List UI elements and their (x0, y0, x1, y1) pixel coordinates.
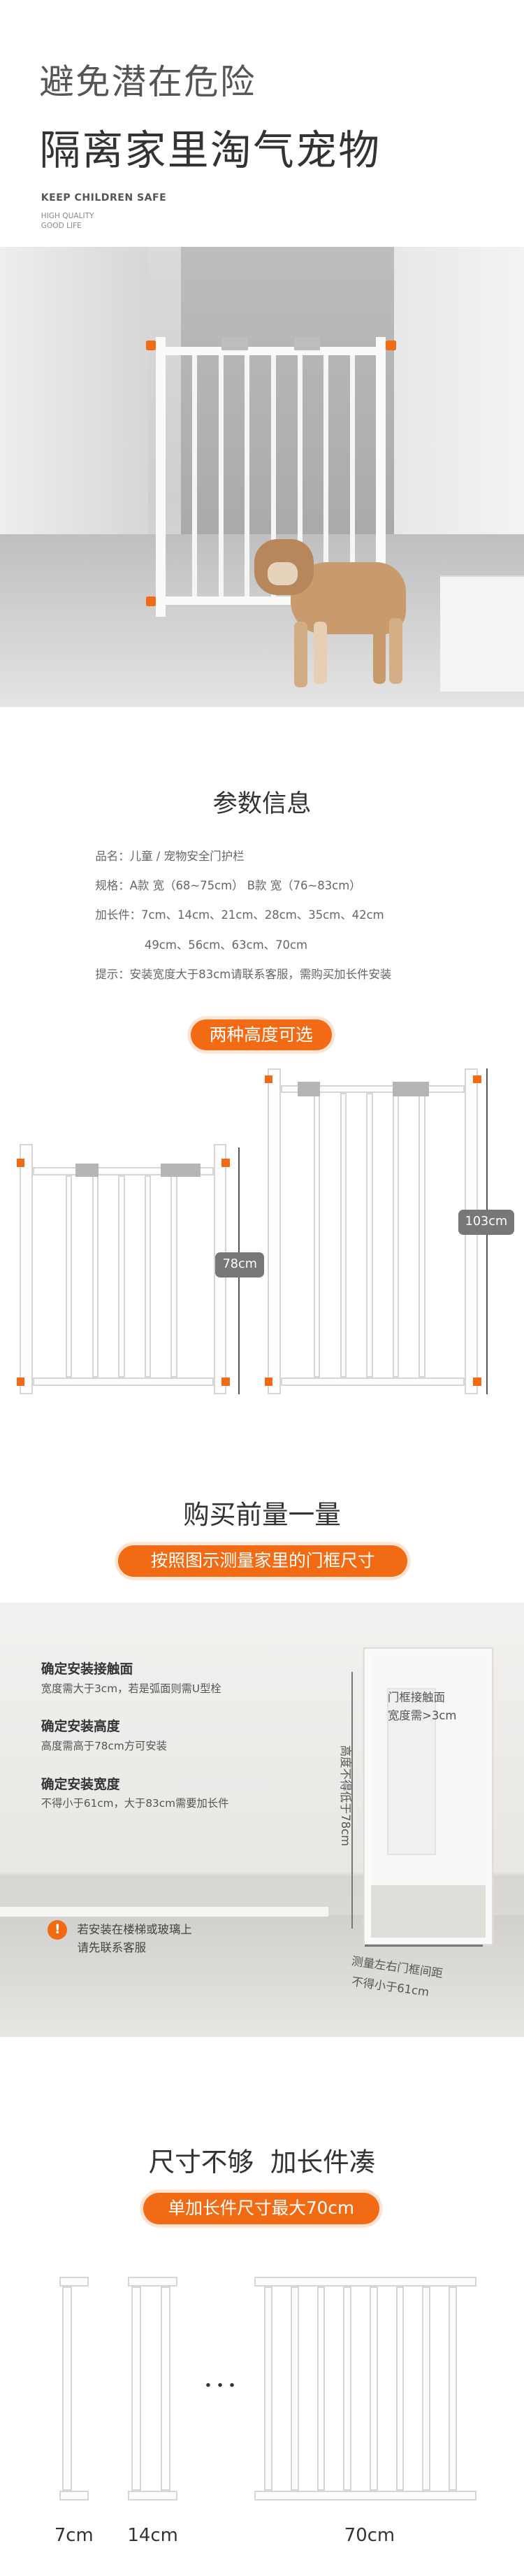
hero-tagline: KEEP CHILDREN SAFE (41, 192, 167, 204)
door-note2: 宽度需>3cm (387, 1709, 457, 1723)
room-photo: 门框接触面 宽度需>3cm 高度不得低于78cm 测量左右门框间距 不得小于61… (0, 1603, 524, 2037)
ext-label: 70cm (344, 2525, 395, 2547)
extensions-section: 尺寸不够 加长件凑 单加长件尺寸最大70cm 7cm 14cm • • • (0, 2047, 524, 2576)
door-note1: 门框接触面 (387, 1691, 446, 1705)
measure-item-title: 确定安装宽度 (41, 1777, 120, 1792)
gate-knob-icon (16, 1378, 25, 1386)
ext-heading: 尺寸不够 加长件凑 (148, 2146, 376, 2177)
measure-item-title: 确定安装高度 (41, 1719, 120, 1735)
heights-pill: 两种高度可选 (190, 1019, 332, 1051)
params-line: 加长件：7cm、14cm、21cm、28cm、35cm、42cm (95, 908, 384, 922)
gate-knob-icon (473, 1075, 481, 1084)
params-line: 提示：安装宽度大于83cm请联系客服，需购买加长件安装 (95, 968, 392, 982)
measure-section: 购买前量一量 按照图示测量家里的门框尺寸 门框接触面 宽度需>3cm 高度不得低… (0, 1422, 524, 2047)
short-height-label: 78cm (214, 1252, 265, 1278)
ext-piece-7cm (59, 2277, 89, 2500)
params-line: 49cm、56cm、63cm、70cm (144, 938, 308, 952)
ext-ellipsis: • • • (204, 2378, 236, 2393)
warning-line1: 若安装在楼梯或玻璃上 (77, 1922, 192, 1936)
hero-title-line2: 隔离家里淘气宠物 (39, 125, 381, 174)
gate-knob-icon (146, 596, 157, 607)
ext-label: 7cm (54, 2525, 94, 2547)
measure-item-desc: 宽度需大于3cm，若是弧面则需U型栓 (41, 1682, 221, 1695)
measure-item-title: 确定安装接触面 (41, 1662, 133, 1677)
ext-pill: 单加长件尺寸最大70cm (143, 2193, 380, 2224)
tall-height-label: 103cm (458, 1210, 514, 1235)
measure-item-desc: 不得小于61cm，大于83cm需要加长件 (41, 1797, 229, 1810)
gate-knob-icon (221, 1159, 231, 1168)
tall-gate-diagram (264, 1068, 481, 1394)
door-width-line (364, 1945, 483, 1947)
params-section: 参数信息 品名：儿童 / 宠物安全门护栏 规格：A款 宽（68~75cm） B款… (0, 707, 524, 1003)
gate-knob-icon (264, 1378, 273, 1386)
warning-icon: ! (48, 1919, 68, 1940)
warning-line2: 请先联系客服 (77, 1940, 147, 1954)
measure-pill: 按照图示测量家里的门框尺寸 (118, 1545, 408, 1577)
ext-label: 14cm (127, 2525, 178, 2547)
short-gate-diagram (16, 1144, 231, 1394)
hero-subtag2: GOOD LIFE (41, 222, 82, 231)
params-line: 品名：儿童 / 宠物安全门护栏 (95, 849, 245, 863)
dog-illustration (254, 526, 419, 690)
heights-section: 两种高度可选 78cm (0, 1003, 524, 1422)
gate-knob-icon (264, 1075, 273, 1084)
hero-section: 避免潜在危险 隔离家里淘气宠物 KEEP CHILDREN SAFE HIGH … (0, 0, 524, 707)
gate-knob-icon (386, 340, 396, 350)
hero-subtag1: HIGH QUALITY (41, 212, 94, 221)
params-heading: 参数信息 (212, 789, 312, 819)
hero-photo (0, 246, 524, 707)
measure-item-desc: 高度需高于78cm方可安装 (41, 1740, 167, 1752)
ext-piece-70cm (254, 2277, 476, 2500)
doorway (364, 1649, 493, 1945)
measure-heading: 购买前量一量 (183, 1498, 341, 1530)
height-note: 高度不得低于78cm (339, 1745, 353, 1846)
door-height-line (351, 1671, 354, 1929)
gate-knob-icon (473, 1378, 481, 1386)
params-line: 规格：A款 宽（68~75cm） B款 宽（76~83cm） (95, 879, 361, 893)
hero-title-line1: 避免潜在危险 (39, 61, 256, 102)
ext-piece-14cm (128, 2277, 177, 2500)
gate-knob-icon (221, 1378, 231, 1386)
gate-knob-icon (146, 340, 157, 350)
gate-knob-icon (16, 1159, 25, 1168)
